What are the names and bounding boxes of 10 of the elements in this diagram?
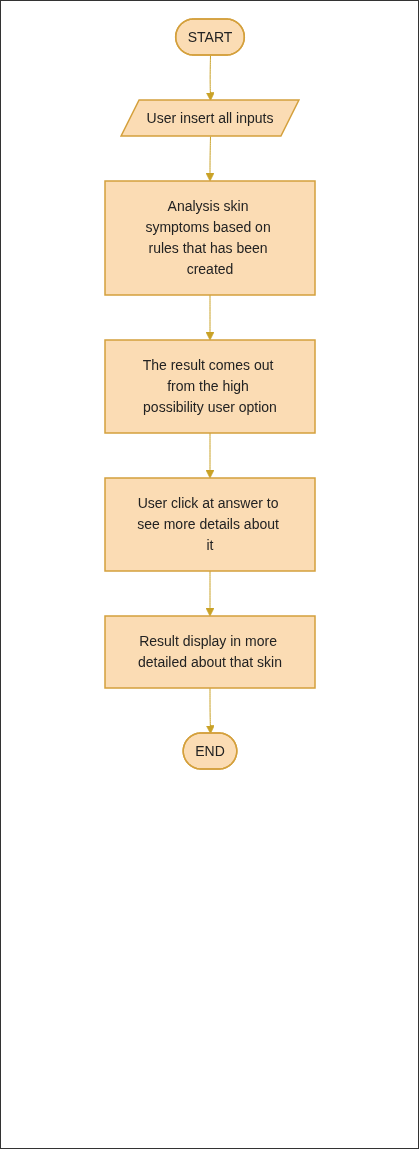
arrow xyxy=(205,570,214,617)
arrow xyxy=(205,294,214,341)
node-box: User click at answer to see more details about it xyxy=(103,477,316,572)
arrow xyxy=(205,136,214,182)
node-box: The result comes out from the high possibility user option xyxy=(103,339,316,434)
node-box: Result display in more detailed about that skin xyxy=(103,615,316,689)
arrow xyxy=(205,687,215,734)
arrow xyxy=(205,432,214,479)
node-box: Analysis skin symptoms based on rules that has been created xyxy=(103,180,316,296)
arrow xyxy=(205,55,215,101)
